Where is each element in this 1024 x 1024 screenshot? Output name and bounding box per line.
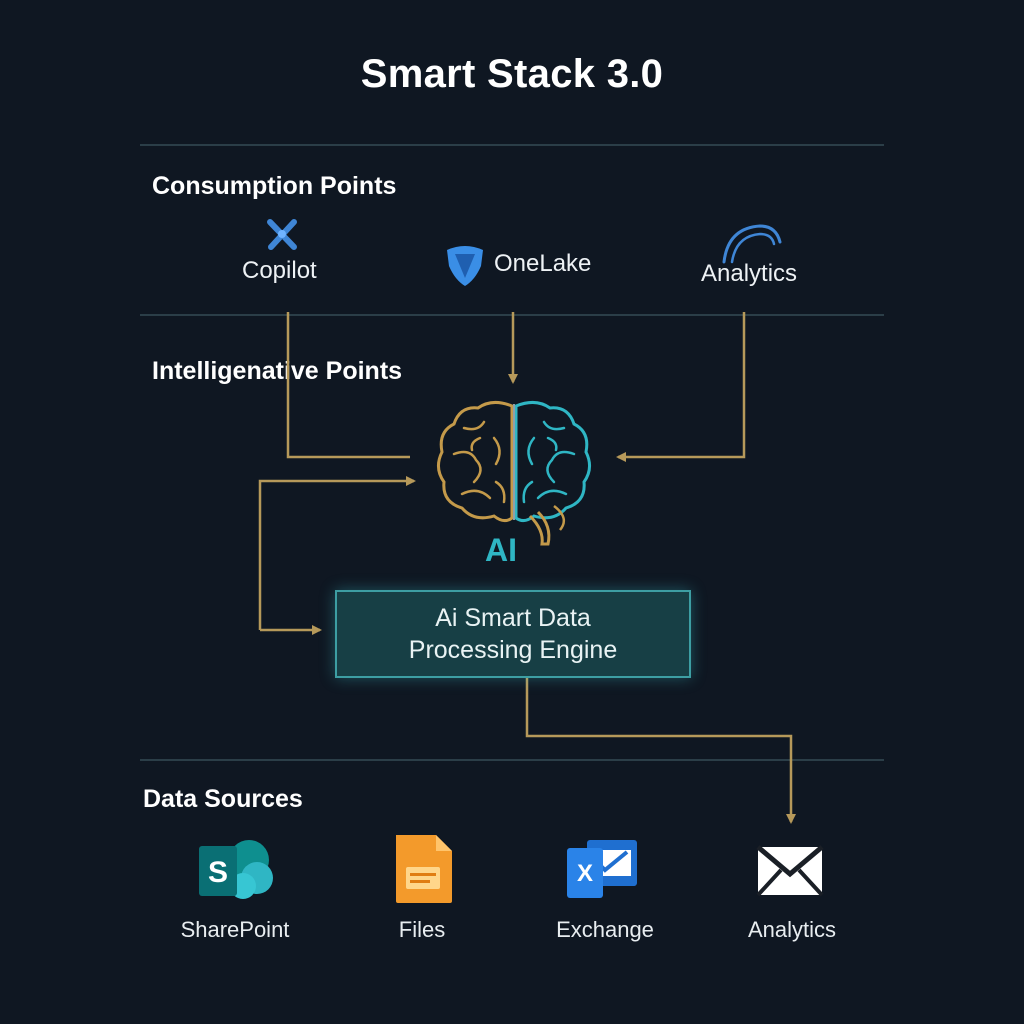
consumption-copilot-label: Copilot — [242, 257, 317, 284]
page-title: Smart Stack 3.0 — [360, 52, 664, 96]
source-analytics-label: Analytics — [747, 917, 837, 942]
engine-line-1: Ai Smart Data — [435, 604, 591, 632]
arrow-copilot-to-ai — [286, 312, 410, 459]
consumption-analytics-label: Analytics — [701, 260, 798, 287]
section-data-sources: Data Sources — [143, 785, 303, 813]
divider-bottom — [140, 759, 884, 761]
svg-text:S: S — [208, 856, 228, 889]
divider-top — [140, 144, 884, 146]
brain-icon — [437, 401, 591, 546]
section-consumption-points: Consumption Points — [152, 172, 397, 200]
files-icon — [396, 835, 452, 903]
mail-icon — [756, 845, 824, 897]
ai-label: AI — [485, 532, 517, 568]
sharepoint-icon: S — [199, 840, 273, 899]
arrow-analytics-to-ai — [616, 312, 746, 462]
svg-text:X: X — [577, 860, 593, 887]
onelake-icon — [447, 246, 483, 286]
arrow-loop-to-ai — [258, 476, 416, 630]
analytics-arc-icon — [722, 224, 782, 264]
consumption-onelake-label: OneLake — [494, 250, 592, 277]
copilot-icon — [267, 219, 297, 250]
exchange-icon: X — [567, 840, 637, 898]
source-sharepoint-label: SharePoint — [180, 917, 290, 942]
source-exchange-label: Exchange — [556, 917, 654, 942]
arrow-engine-to-sources — [525, 676, 796, 824]
section-intelligence-points: Intelligenative Points — [152, 357, 403, 385]
source-files-label: Files — [398, 917, 446, 942]
engine-line-2: Processing Engine — [408, 636, 618, 664]
processing-engine-box: Ai Smart Data Processing Engine — [335, 590, 691, 678]
